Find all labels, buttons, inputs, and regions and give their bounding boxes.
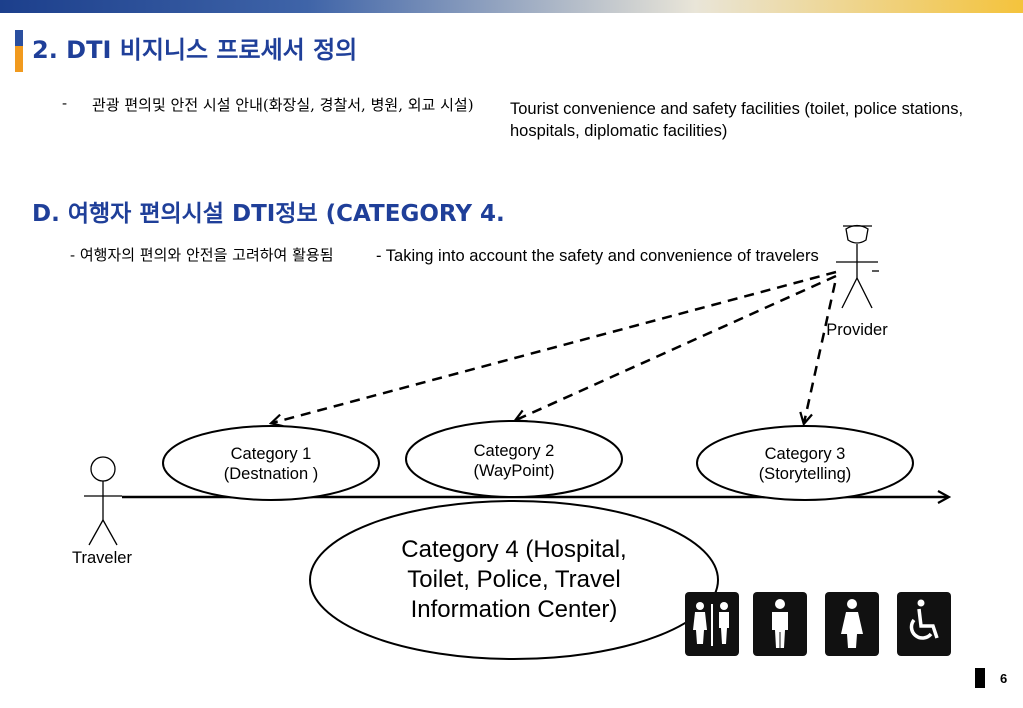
women-toilet-icon [825,592,879,656]
bullet-dash: - [62,94,68,112]
section-subtitle: D. 여행자 편의시설 DTI정보 (CATEGORY 4. [32,201,505,227]
category3-ellipse [696,425,914,501]
page-marker [975,668,985,688]
traveler-label: Traveler [72,549,132,567]
category1-subtitle: (Destnation ) [223,465,319,483]
bullet2-korean: - 여행자의 편의와 안전을 고려하여 활용됨 [70,246,334,264]
bullet2-english: - Taking into account the safety and con… [376,247,819,265]
category4-line2: Toilet, Police, Travel [407,566,621,593]
category2-subtitle: (WayPoint) [473,462,555,480]
dashed-arrow-to-category2 [516,274,837,420]
category4-ellipse [309,500,719,660]
bullet1-english: Tourist convenience and safety facilitie… [510,100,964,140]
category4-line1: Category 4 (Hospital, [401,536,627,563]
provider-label: Provider [826,321,888,339]
category1-ellipse [162,425,380,501]
category2-ellipse [405,420,623,498]
category4-line3: Information Center) [410,596,618,623]
dashed-arrow-to-category1 [272,270,837,423]
traveler-actor-icon [84,456,122,546]
category3-subtitle: (Storytelling) [758,465,852,483]
category1-title: Category 1 [230,445,312,463]
bullet1-korean: 관광 편의및 안전 시설 안내(화장실, 경찰서, 병원, 외교 시설) [92,96,474,114]
slide-title: 2. DTI 비지니스 프로세서 정의 [32,36,358,64]
category2-label: Category 2 (WayPoint) [429,441,599,481]
dashed-arrow-to-category3 [804,282,837,423]
wheelchair-icon [897,592,951,656]
category1-label: Category 1 (Destnation ) [186,444,356,484]
page-number: 6 [1000,671,1008,686]
restroom-icon [685,592,739,656]
title-accent-bar [15,30,23,72]
category3-label: Category 3 (Storytelling) [720,444,890,484]
category4-label: Category 4 (Hospital, Toilet, Police, Tr… [354,535,674,625]
top-gradient-bar [0,0,1023,13]
men-toilet-icon [753,592,807,656]
provider-actor-icon [836,224,879,309]
category3-title: Category 3 [764,445,846,463]
category2-title: Category 2 [473,442,555,460]
